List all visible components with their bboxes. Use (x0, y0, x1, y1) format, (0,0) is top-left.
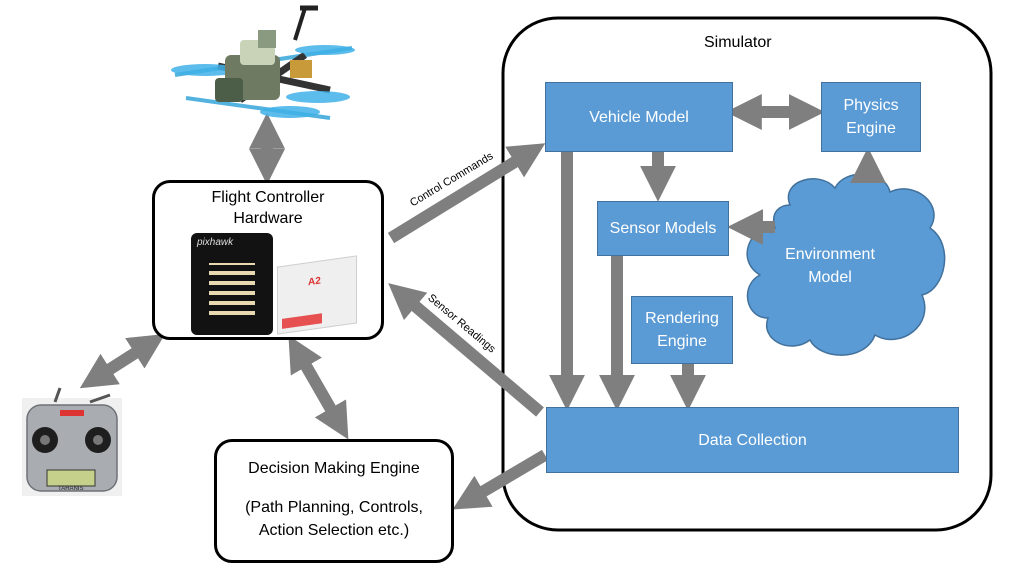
flight-controller-title: Flight Controller Hardware (211, 189, 325, 227)
remote-controller-image (22, 387, 122, 496)
pixhawk-brand-text: pixhawk (197, 237, 234, 248)
arrows-group (79, 94, 886, 510)
vehicle-model-box: Vehicle Model (545, 82, 733, 152)
rendering-engine-label: Rendering Engine (645, 310, 719, 350)
arrow-fc-decision (288, 335, 349, 440)
data-collection-box: Data Collection (546, 407, 959, 473)
physics-engine-box: Physics Engine (821, 82, 921, 152)
physics-engine-label: Physics Engine (843, 97, 899, 137)
drone-image (171, 5, 355, 120)
arrow-data-decision (452, 449, 549, 510)
decision-engine-box: Decision Making Engine (Path Planning, C… (214, 439, 454, 563)
sensor-models-label: Sensor Models (609, 220, 717, 237)
decision-engine-title: Decision Making Engine (248, 460, 420, 477)
simulator-title: Simulator (704, 34, 772, 51)
a2-module-text: A2 (308, 275, 321, 289)
pixhawk-board-image: pixhawk (191, 233, 273, 335)
arrow-sensor-readings (388, 283, 544, 417)
arrow-remote-fc (79, 333, 166, 389)
remote-brand-text: TARANIS (58, 486, 84, 492)
data-collection-label: Data Collection (698, 431, 807, 449)
pixhawk-connectors (209, 263, 255, 315)
sensor-models-box: Sensor Models (597, 201, 729, 256)
a2-connector-strip (282, 313, 322, 329)
decision-engine-details: (Path Planning, Controls, Action Selecti… (245, 499, 423, 539)
a2-module-image: A2 (277, 255, 357, 335)
environment-model-label: Environment Model (785, 246, 875, 286)
arrow-control-commands (387, 143, 546, 244)
rendering-engine-box: Rendering Engine (631, 296, 733, 364)
flight-controller-box: Flight Controller Hardware pixhawk A2 (152, 180, 384, 340)
vehicle-model-label: Vehicle Model (589, 108, 689, 126)
